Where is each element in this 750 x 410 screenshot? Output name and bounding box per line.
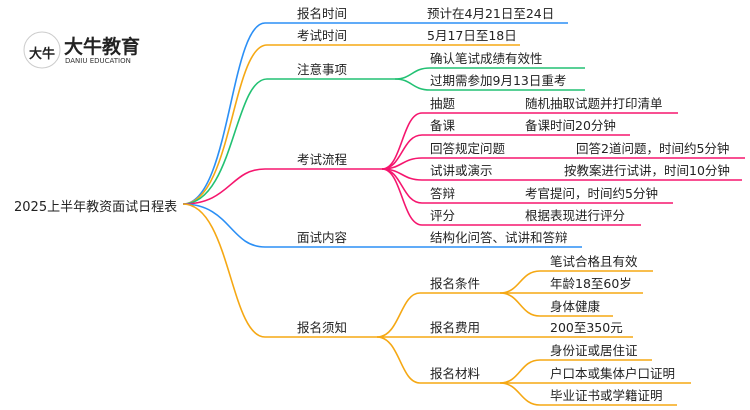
node-exam-time: 考试时间 xyxy=(297,28,347,43)
sub-node: 报名条件 xyxy=(430,276,480,291)
logo-badge-icon xyxy=(23,31,61,69)
step-label: 试讲或演示 xyxy=(430,163,493,178)
leaf: 5月17日至18日 xyxy=(427,28,517,43)
leaf: 200至350元 xyxy=(550,320,623,335)
process-branches xyxy=(381,112,745,226)
leaf: 年龄18至60岁 xyxy=(550,276,632,291)
node-registration-time: 报名时间 xyxy=(297,6,347,21)
step-label: 评分 xyxy=(430,208,455,223)
node-interview-content: 面试内容 xyxy=(297,230,347,245)
leaf: 过期需参加9月13日重考 xyxy=(430,73,566,88)
leaf: 随机抽取试题并打印清单 xyxy=(525,96,663,111)
branch-line xyxy=(182,203,377,338)
leaf: 回答2道问题，时间约5分钟 xyxy=(576,141,729,156)
logo-subtext: DANIU EDUCATION xyxy=(65,57,131,65)
leaf: 考官提问，时间约5分钟 xyxy=(525,186,658,201)
leaf: 户口本或集体户口证明 xyxy=(550,366,675,381)
leaf: 结构化问答、试讲和答辩 xyxy=(430,230,568,245)
branch-line xyxy=(394,78,585,91)
sub-node: 报名费用 xyxy=(430,320,480,335)
root-node: 2025上半年教资面试日程表 xyxy=(14,199,177,215)
leaf: 毕业证书或学籍证明 xyxy=(550,388,663,403)
branch-line xyxy=(182,44,520,205)
branch-line xyxy=(182,203,582,248)
branch-line xyxy=(182,78,395,205)
step-label: 回答规定问题 xyxy=(430,141,506,156)
leaf: 确认笔试成绩有效性 xyxy=(430,51,543,66)
leaf: 备课时间20分钟 xyxy=(525,118,616,133)
logo-mark: 大牛 xyxy=(29,46,55,62)
leaf: 身体健康 xyxy=(550,299,601,314)
branch-line xyxy=(182,22,568,205)
logo-text: 大牛教育 xyxy=(64,35,140,58)
leaf: 身份证或居住证 xyxy=(550,343,638,358)
step-label: 答辩 xyxy=(430,186,455,201)
leaf: 按教案进行试讲，时间10分钟 xyxy=(564,163,730,178)
logo: 大牛 大牛教育 DANIU EDUCATION xyxy=(23,31,140,69)
node-notes: 注意事项 xyxy=(297,62,347,77)
step-label: 抽题 xyxy=(430,96,456,111)
notice-branches xyxy=(376,270,691,406)
step-label: 备课 xyxy=(430,118,456,133)
branch-line xyxy=(182,168,382,205)
leaf: 根据表现进行评分 xyxy=(525,208,625,223)
branch-line xyxy=(394,67,585,80)
leaf: 笔试合格且有效 xyxy=(550,254,638,269)
node-registration-notice: 报名须知 xyxy=(297,320,347,335)
sub-node: 报名材料 xyxy=(430,366,481,381)
leaf: 预计在4月21日至24日 xyxy=(427,6,554,21)
node-exam-process: 考试流程 xyxy=(297,152,348,167)
